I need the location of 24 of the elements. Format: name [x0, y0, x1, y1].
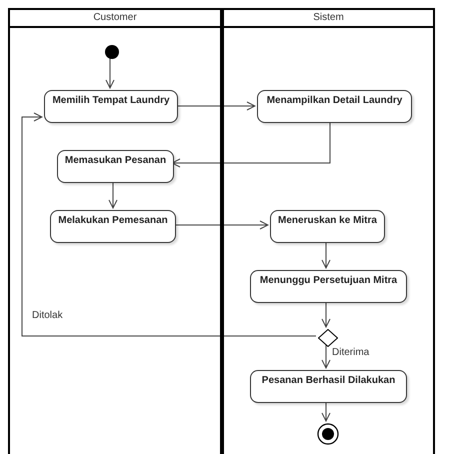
- arrow: [322, 344, 330, 368]
- action-box: Pesanan Berhasil Dilakukan: [250, 370, 407, 403]
- final-node: [317, 423, 339, 445]
- arrow: [174, 220, 268, 230]
- arrow: [22, 112, 316, 336]
- action-box: Menampilkan Detail Laundry: [257, 90, 412, 123]
- action-box: Memasukan Pesanan: [57, 150, 174, 183]
- arrow: [172, 120, 330, 168]
- arrow: [322, 300, 330, 328]
- swimlane: [8, 8, 222, 454]
- initial-node: [105, 45, 119, 59]
- arrow: [176, 102, 256, 110]
- swimlane: [222, 8, 435, 454]
- lane-header: Customer: [10, 10, 220, 28]
- arrow: [106, 56, 114, 88]
- arrow: [322, 240, 330, 268]
- arrow: [108, 180, 118, 208]
- action-box: Meneruskan ke Mitra: [270, 210, 385, 243]
- arrow: [322, 400, 330, 422]
- action-box: Menunggu Persetujuan Mitra: [250, 270, 407, 303]
- lane-header: Sistem: [224, 10, 433, 28]
- decision-diamond: [318, 329, 338, 347]
- action-box: Memilih Tempat Laundry: [44, 90, 178, 123]
- action-box: Melakukan Pemesanan: [50, 210, 176, 243]
